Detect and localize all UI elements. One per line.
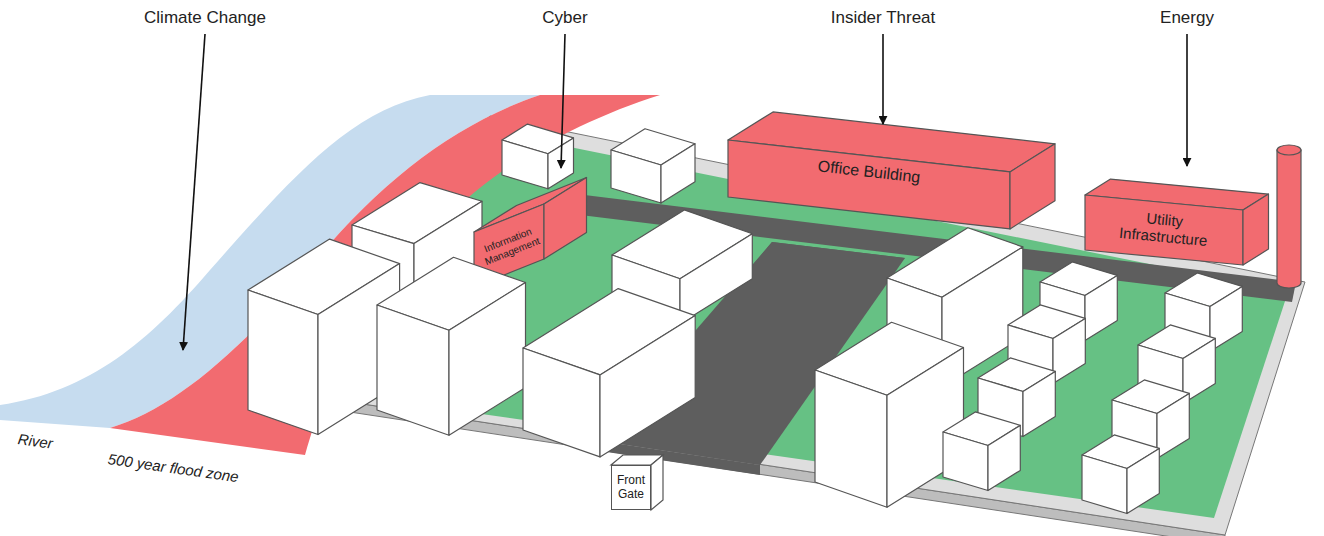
building-front (523, 348, 600, 457)
leader-arrows (183, 34, 1187, 350)
building-side (988, 425, 1020, 490)
river-label: River (17, 430, 54, 452)
building-side (1243, 194, 1269, 265)
chimney (1277, 145, 1301, 288)
threat-callout: Insider Threat (831, 8, 936, 28)
building-side (1085, 275, 1117, 340)
building-label: Utility Infrastructure (1103, 205, 1226, 251)
threat-callout: Cyber (542, 8, 587, 28)
building-side (1010, 144, 1055, 229)
building-side (680, 234, 752, 324)
building-side (1053, 318, 1085, 383)
building-front (815, 370, 887, 507)
building-label: Office Building (749, 149, 990, 194)
building-front (611, 150, 661, 203)
building-side (1127, 448, 1159, 513)
utility-building: Utility Infrastructure (1085, 194, 1243, 262)
building-front (502, 140, 548, 189)
information-management-building: Information Management (474, 200, 546, 290)
building-side (544, 178, 587, 260)
threat-callout: Energy (1160, 8, 1214, 28)
threat-callout: Climate Change (144, 8, 266, 28)
building-side (661, 144, 695, 203)
building-side (449, 283, 526, 436)
building-label: Front Gate (612, 474, 650, 502)
building-side (600, 316, 695, 457)
building-front (943, 432, 988, 491)
front-gate-box: Front Gate (611, 465, 651, 510)
flood-zone-label: 500 year flood zone (107, 450, 240, 485)
building-front (377, 305, 449, 435)
front-gate-faces (611, 455, 663, 510)
site-rim (205, 116, 1305, 535)
building-front (728, 140, 1010, 229)
building-side (1157, 393, 1189, 458)
building-side (1023, 371, 1055, 436)
building-front (1085, 195, 1243, 265)
building-front (248, 290, 318, 435)
building-label: Information Management (475, 222, 545, 268)
office-building: Office Building (728, 140, 1010, 204)
building-front (1082, 455, 1127, 514)
